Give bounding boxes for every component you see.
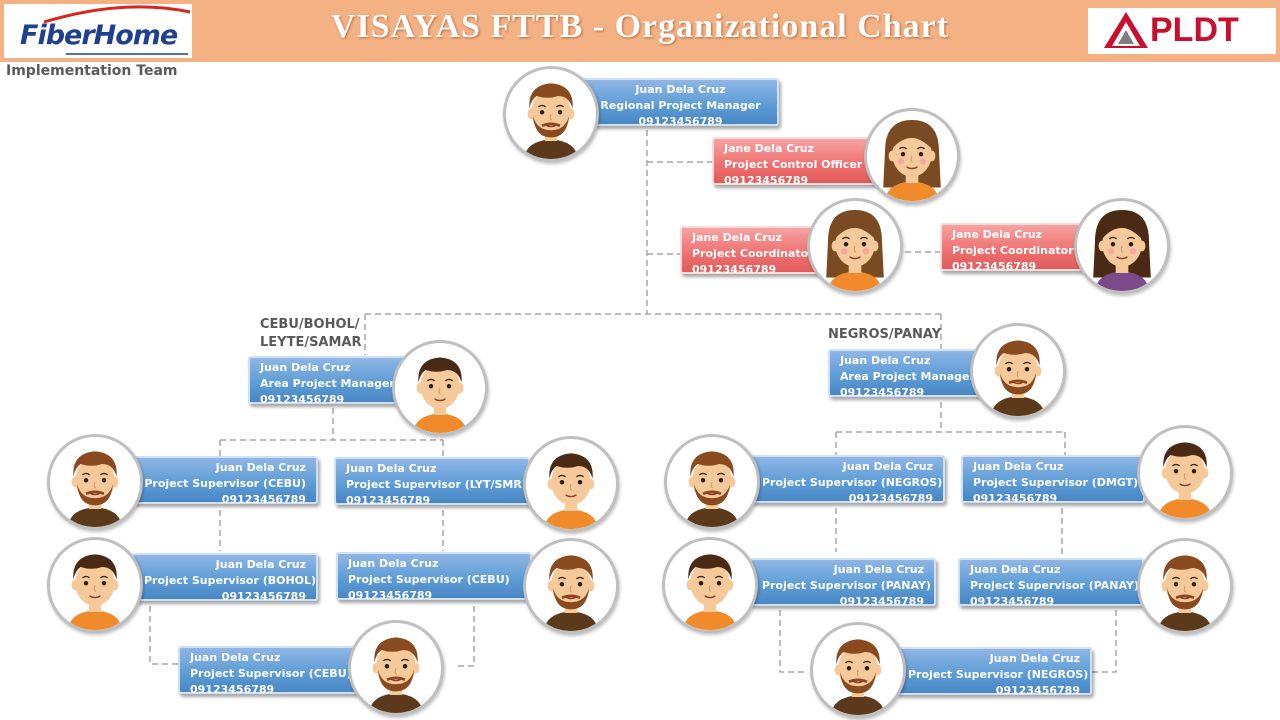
person-phone: 09123456789	[190, 683, 275, 696]
pldt-logo: PLDT	[1088, 8, 1276, 54]
person-card-project-supervisor-bohol: Juan Dela Cruz Project Supervisor (BOHOL…	[132, 553, 318, 603]
person-card-regional-project-manager: Juan Dela Cruz Regional Project Manager …	[582, 78, 779, 128]
person-phone: 09123456789	[260, 393, 345, 406]
man-dark-hair-icon	[1137, 425, 1233, 521]
person-name: Juan Dela Cruz	[833, 563, 924, 576]
woman-icon	[807, 198, 903, 294]
man-dark-hair-icon	[47, 537, 143, 633]
person-phone: 09123456789	[348, 589, 433, 602]
person-name: Juan Dela Cruz	[215, 558, 306, 571]
person-phone: 09123456789	[952, 260, 1037, 273]
header-banner: FiberHome VISAYAS FTTB - Organizational …	[0, 0, 1280, 62]
person-card-project-control-officer: Jane Dela Cruz Project Control Officer 0…	[712, 137, 880, 187]
person-role: Project Supervisor (PANAY)	[970, 579, 1139, 592]
person-phone: 09123456789	[692, 263, 777, 276]
person-name: Juan Dela Cruz	[973, 460, 1064, 473]
team-subtitle: Implementation Team	[6, 63, 178, 79]
person-role: Project Supervisor (NEGROS)	[762, 476, 943, 489]
person-phone: 09123456789	[221, 493, 306, 506]
person-name: Juan Dela Cruz	[842, 460, 933, 473]
person-name: Juan Dela Cruz	[215, 461, 306, 474]
person-phone: 09123456789	[221, 590, 306, 603]
man-beard-icon	[47, 434, 143, 530]
person-name: Juan Dela Cruz	[970, 563, 1061, 576]
person-card-project-supervisor-cebu: Juan Dela Cruz Project Supervisor (CEBU)…	[178, 646, 368, 696]
person-name: Juan Dela Cruz	[346, 462, 437, 475]
man-icon	[392, 340, 488, 436]
man-beard-icon	[810, 622, 906, 718]
person-name: Juan Dela Cruz	[348, 557, 439, 570]
person-name: Juan Dela Cruz	[989, 652, 1080, 665]
person-card-project-supervisor-panay: Juan Dela Cruz Project Supervisor (PANAY…	[958, 558, 1144, 608]
man-beard-icon	[523, 538, 619, 634]
person-card-project-supervisor-cebu: Juan Dela Cruz Project Supervisor (CEBU)…	[336, 552, 532, 602]
person-role: Project Supervisor (CEBU)	[348, 573, 510, 586]
person-phone: 09123456789	[724, 174, 809, 187]
person-name: Juan Dela Cruz	[635, 83, 726, 96]
person-role: Project Supervisor (CEBU)	[144, 477, 306, 490]
person-card-project-supervisor-panay: Juan Dela Cruz Project Supervisor (PANAY…	[750, 558, 936, 608]
person-card-project-supervisor-dmgt: Juan Dela Cruz Project Supervisor (DMGT)…	[961, 455, 1145, 505]
man-beard-icon	[970, 323, 1066, 419]
man-beard-icon	[348, 620, 444, 716]
person-phone: 09123456789	[973, 492, 1058, 505]
person-phone: 09123456789	[346, 494, 431, 507]
area-label-negros-panay: NEGROS/PANAY	[828, 327, 942, 342]
fiberhome-logo: FiberHome	[4, 4, 192, 58]
person-card-project-coordinator: Jane Dela Cruz Project Coordinator 09123…	[940, 223, 1088, 273]
man-beard-icon	[664, 434, 760, 530]
person-card-project-coordinator: Jane Dela Cruz Project Coordinator 09123…	[680, 226, 830, 276]
person-role: Regional Project Manager	[600, 99, 761, 112]
person-card-area-project-manager: Juan Dela Cruz Area Project Manager 0912…	[828, 349, 994, 399]
person-role: Project Supervisor (NEGROS)	[908, 668, 1089, 681]
person-name: Jane Dela Cruz	[724, 142, 814, 155]
person-card-project-supervisor-negros: Juan Dela Cruz Project Supervisor (NEGRO…	[896, 647, 1092, 697]
man-dark-hair-icon	[662, 537, 758, 633]
area-label-line: LEYTE/SAMAR	[260, 335, 362, 350]
person-card-area-project-manager: Juan Dela Cruz Area Project Manager 0912…	[248, 356, 413, 406]
person-phone: 09123456789	[638, 115, 723, 128]
area-label-line: CEBU/BOHOL/	[260, 317, 360, 332]
fiberhome-logo-text: FiberHome	[20, 20, 178, 51]
person-role: Project Coordinator	[952, 244, 1074, 257]
person-role: Area Project Manager	[840, 370, 975, 383]
person-role: Project Control Officer	[724, 158, 863, 171]
person-card-project-supervisor-cebu: Juan Dela Cruz Project Supervisor (CEBU)…	[132, 456, 318, 506]
person-name: Juan Dela Cruz	[260, 361, 351, 374]
person-card-project-supervisor-negros: Juan Dela Cruz Project Supervisor (NEGRO…	[750, 455, 945, 505]
person-phone: 09123456789	[970, 595, 1055, 608]
person-phone: 09123456789	[995, 684, 1080, 697]
man-beard-icon	[1137, 538, 1233, 634]
person-role: Project Supervisor (PANAY)	[762, 579, 931, 592]
person-name: Jane Dela Cruz	[952, 228, 1042, 241]
person-name: Jane Dela Cruz	[692, 231, 782, 244]
person-name: Juan Dela Cruz	[190, 651, 281, 664]
person-phone: 09123456789	[840, 386, 925, 399]
area-label-cebu-bohol-leyte-samar: CEBU/BOHOL/ LEYTE/SAMAR	[260, 316, 362, 352]
person-phone: 09123456789	[839, 595, 924, 608]
woman-dark-hair-icon	[1074, 198, 1170, 294]
page-title: VISAYAS FTTB - Organizational Chart	[330, 8, 950, 45]
person-role: Project Supervisor (CEBU)	[190, 667, 352, 680]
person-role: Project Coordinator	[692, 247, 814, 260]
woman-icon	[864, 108, 960, 204]
person-role: Project Supervisor (LYT/SMR)	[346, 478, 527, 491]
person-role: Project Supervisor (BOHOL)	[144, 574, 317, 587]
person-name: Juan Dela Cruz	[840, 354, 931, 367]
man-beard-icon	[503, 66, 599, 162]
person-role: Project Supervisor (DMGT)	[973, 476, 1139, 489]
person-card-project-supervisor-lyt-smr: Juan Dela Cruz Project Supervisor (LYT/S…	[334, 457, 530, 507]
man-dark-hair-icon	[523, 436, 619, 532]
pldt-logo-text: PLDT	[1150, 11, 1239, 49]
person-phone: 09123456789	[848, 492, 933, 505]
person-role: Area Project Manager	[260, 377, 395, 390]
